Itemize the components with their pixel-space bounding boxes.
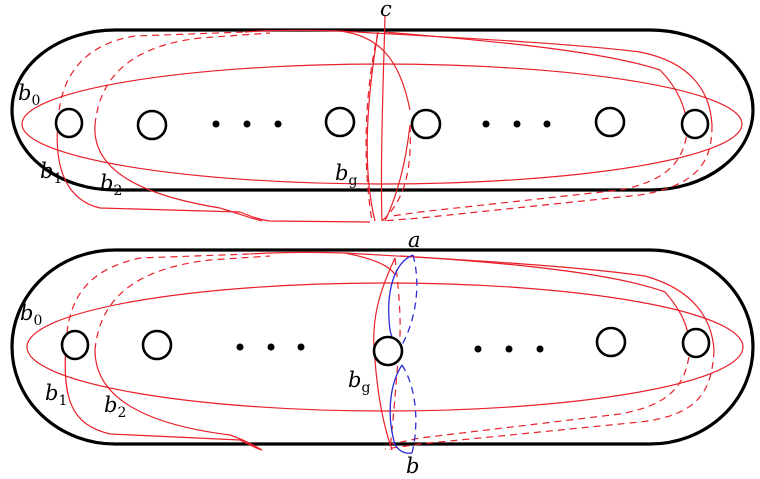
bottom-curve-b1-back [65, 253, 251, 346]
top-curve-right-inner [384, 31, 689, 126]
bottom-hole-4 [595, 326, 627, 358]
bottom-curve-a-back [401, 254, 418, 346]
top-curve-b2-back [94, 32, 271, 126]
bottom-label-bg: bg [348, 368, 370, 396]
bottom-hole-1 [60, 329, 90, 361]
top-ellipsis-dot [543, 120, 551, 128]
bottom-curve-b1 [64, 344, 263, 451]
top-panel: c b0 b1 b2 bg [10, 0, 755, 223]
top-curve-bg-back [381, 124, 411, 222]
bottom-label-b1: b1 [45, 381, 67, 409]
top-hole-1 [54, 107, 84, 139]
bottom-panel: a b b0 b1 b2 bg [10, 228, 755, 478]
bottom-curve-b-back [401, 364, 417, 454]
top-curve-c [380, 14, 386, 222]
bottom-ellipsis-dot [505, 345, 513, 353]
bottom-hole-2 [141, 329, 173, 361]
top-curve-upper-right [244, 29, 411, 111]
top-ellipsis-dot [482, 120, 490, 128]
bottom-hole-3 [372, 335, 404, 367]
top-hole-6 [680, 108, 710, 140]
bottom-curve-right-back-1 [384, 349, 715, 450]
bottom-curve-right-back-2 [391, 344, 691, 445]
top-label-b2: b2 [100, 171, 122, 199]
bottom-curve-b2 [94, 349, 263, 451]
top-curve-b2 [94, 124, 263, 222]
top-label-c: c [380, 0, 392, 21]
bottom-ellipsis-dot [297, 343, 305, 351]
top-hole-2 [136, 109, 168, 141]
bottom-ellipsis-dot [536, 345, 544, 353]
bottom-label-b2: b2 [104, 393, 126, 421]
top-curve-bg-left [366, 31, 379, 222]
bottom-surface-outline [10, 248, 755, 446]
bottom-label-b: b [406, 454, 419, 478]
top-surface-outline [10, 28, 755, 192]
top-hole-5 [594, 106, 626, 138]
bottom-ellipsis-dot [236, 343, 244, 351]
top-label-bg: bg [335, 161, 357, 189]
top-curve-right-back-1 [381, 124, 713, 222]
bottom-curve-upper-right [249, 251, 396, 276]
top-hole-4 [410, 108, 442, 140]
bottom-curve-b-front [389, 364, 413, 454]
bottom-curve-bg-front [373, 257, 396, 451]
top-label-b1: b1 [40, 159, 62, 187]
top-hole-3 [324, 106, 356, 138]
top-ellipsis-dot [274, 120, 282, 128]
bottom-ellipsis-dot [267, 343, 275, 351]
bottom-ellipsis-dot [474, 345, 482, 353]
top-curve-b1 [56, 121, 371, 223]
top-curve-right-outer [339, 30, 713, 126]
bottom-label-b0: b0 [20, 301, 42, 329]
top-curve-bg-front [384, 124, 411, 222]
top-ellipsis-dot [513, 120, 521, 128]
top-curve-right-back-2 [391, 124, 689, 217]
bottom-curve-a-front [388, 254, 414, 346]
bottom-curve-b2-back [94, 255, 271, 351]
top-curve-b1-back [57, 31, 246, 123]
top-ellipsis-dot [212, 120, 220, 128]
top-ellipsis-dot [243, 120, 251, 128]
top-label-b0: b0 [18, 81, 40, 109]
bottom-label-a: a [408, 228, 421, 252]
bottom-hole-5 [681, 327, 711, 359]
bottom-curve-right-inner [399, 255, 691, 346]
